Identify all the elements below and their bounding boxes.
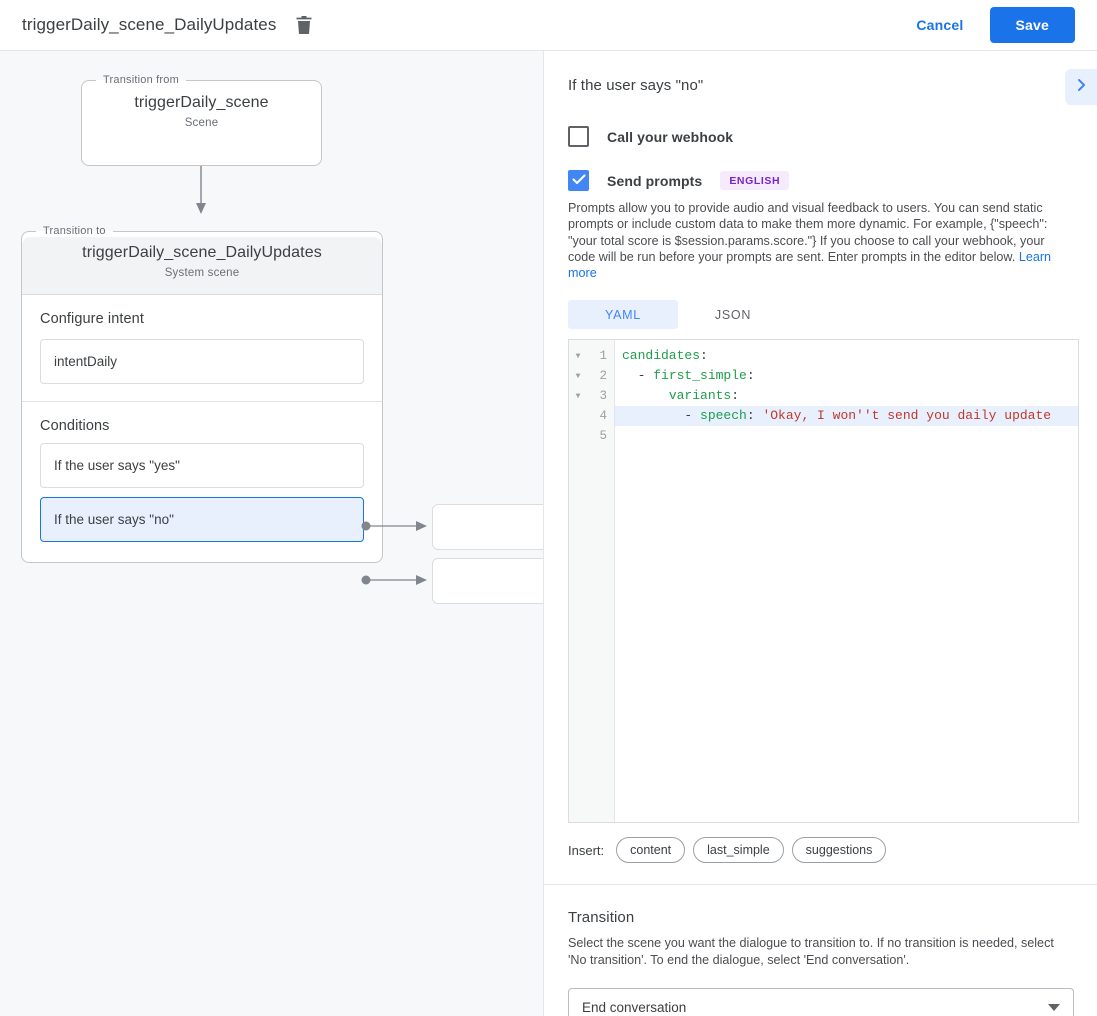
transition-to-header: triggerDaily_scene_DailyUpdates System s… (22, 233, 382, 295)
line-number: 5 (599, 429, 607, 444)
editor-gutter-line: 5 (569, 426, 614, 446)
insert-label: Insert: (568, 842, 605, 858)
insert-chip-content[interactable]: content (616, 837, 686, 864)
prompts-description: Prompts allow you to provide audio and v… (568, 200, 1073, 281)
transition-description: Select the scene you want the dialogue t… (568, 936, 1054, 967)
send-prompts-row[interactable]: Send prompts ENGLISH (544, 170, 1097, 191)
code-token: candidates (622, 348, 701, 364)
code-token: - (622, 368, 654, 384)
code-line[interactable]: candidates: (615, 346, 1078, 366)
line-number: 4 (599, 409, 607, 424)
fold-toggle-icon[interactable]: ▼ (575, 391, 581, 401)
tab-json[interactable]: JSON (714, 307, 752, 322)
scene-graph-canvas[interactable]: Transition from triggerDaily_scene Scene… (0, 51, 543, 1016)
code-token (622, 388, 669, 403)
insert-chip-suggestions[interactable]: suggestions (791, 837, 887, 864)
delete-button[interactable] (290, 11, 318, 39)
transition-select[interactable]: End conversation (568, 988, 1074, 1016)
code-token: - (622, 408, 701, 424)
editor-gutter-line: ▼1 (569, 346, 614, 366)
tab-yaml[interactable]: YAML (568, 300, 678, 330)
code-line[interactable]: variants: (615, 386, 1078, 406)
target-node-stub[interactable] (432, 558, 543, 604)
fold-toggle-icon[interactable]: ▼ (575, 371, 581, 381)
panel-header: If the user says "no" (544, 51, 1097, 105)
condition-connectors (361, 521, 427, 585)
transition-title: Transition (568, 909, 635, 927)
condition-label: If the user says "no" (54, 512, 174, 527)
cancel-button[interactable]: Cancel (904, 9, 975, 41)
trash-icon (296, 16, 312, 34)
condition-row-no[interactable]: If the user says "no" (40, 497, 364, 542)
fold-toggle-icon[interactable]: ▼ (575, 351, 581, 361)
code-token: variants (668, 388, 732, 404)
code-token: speech (700, 408, 747, 424)
configure-intent-section: Configure intent intentDaily (22, 295, 382, 384)
transition-from-legend: Transition from (103, 74, 179, 86)
intent-input[interactable]: intentDaily (40, 339, 364, 384)
transition-to-title: triggerDaily_scene_DailyUpdates (82, 244, 322, 261)
editor-code-area[interactable]: candidates: - first_simple: variants: - … (615, 340, 1078, 822)
transition-to-subtitle: System scene (164, 267, 240, 279)
code-line[interactable]: - speech: 'Okay, I won''t send you daily… (615, 406, 1078, 427)
target-node-stub[interactable] (432, 504, 543, 550)
chevron-down-icon (1048, 1000, 1060, 1015)
code-token: : (746, 408, 763, 424)
code-line[interactable] (615, 426, 1078, 446)
language-badge: ENGLISH (720, 171, 790, 190)
panel-title: If the user says "no" (568, 77, 704, 94)
call-webhook-row[interactable]: Call your webhook (544, 126, 1097, 147)
transition-from-node[interactable]: Transition from triggerDaily_scene Scene (81, 74, 322, 166)
conditions-section: Conditions If the user says "yes" If the… (22, 402, 382, 542)
call-webhook-label: Call your webhook (607, 128, 734, 145)
editor-format-tabs: YAML JSON (568, 300, 1097, 330)
prompts-description-text: Prompts allow you to provide audio and v… (568, 201, 1048, 264)
panel-section-divider (544, 884, 1097, 886)
configure-intent-title: Configure intent (40, 311, 144, 327)
learn-more-link[interactable]: Learn more (568, 249, 1052, 281)
transition-from-subtitle: Scene (184, 117, 219, 129)
send-prompts-checkbox[interactable] (568, 170, 589, 191)
check-icon (571, 172, 586, 190)
editor-gutter-line: 4 (569, 406, 614, 426)
insert-chip-last-simple[interactable]: last_simple (693, 837, 784, 864)
send-prompts-label: Send prompts (607, 172, 703, 189)
editor-gutter-line: ▼3 (569, 386, 614, 406)
code-token: : (700, 348, 708, 364)
line-number: 1 (599, 349, 607, 364)
code-token: 'Okay, I won''t send you daily update (762, 408, 1052, 424)
chevron-right-icon (1074, 78, 1088, 97)
condition-row-yes[interactable]: If the user says "yes" (40, 443, 364, 488)
top-app-bar: triggerDaily_scene_DailyUpdates Cancel S… (0, 0, 1097, 51)
condition-detail-panel: If the user says "no" Call your webhook … (543, 51, 1097, 1016)
condition-label: If the user says "yes" (54, 458, 180, 473)
page-title: triggerDaily_scene_DailyUpdates (22, 15, 277, 34)
collapse-panel-button[interactable] (1065, 69, 1097, 105)
code-line[interactable]: - first_simple: (615, 366, 1078, 386)
code-token: first_simple (653, 368, 747, 384)
line-number: 3 (599, 389, 607, 404)
call-webhook-checkbox[interactable] (568, 126, 589, 147)
transition-section: Transition Select the scene you want the… (544, 885, 1097, 1016)
code-token: : (731, 388, 740, 404)
code-token: : (746, 368, 755, 384)
line-number: 2 (599, 369, 607, 384)
conditions-title: Conditions (40, 418, 110, 434)
transition-select-value: End conversation (582, 999, 687, 1015)
transition-to-legend: Transition to (43, 225, 106, 237)
transition-to-node[interactable]: Transition to triggerDaily_scene_DailyUp… (21, 225, 383, 563)
editor-gutter-line: ▼2 (569, 366, 614, 386)
section-divider (22, 401, 382, 402)
save-button[interactable]: Save (989, 7, 1075, 43)
transition-from-title: triggerDaily_scene (134, 94, 269, 111)
insert-chips-bar: Insert: content last_simple suggestions (568, 837, 1097, 864)
